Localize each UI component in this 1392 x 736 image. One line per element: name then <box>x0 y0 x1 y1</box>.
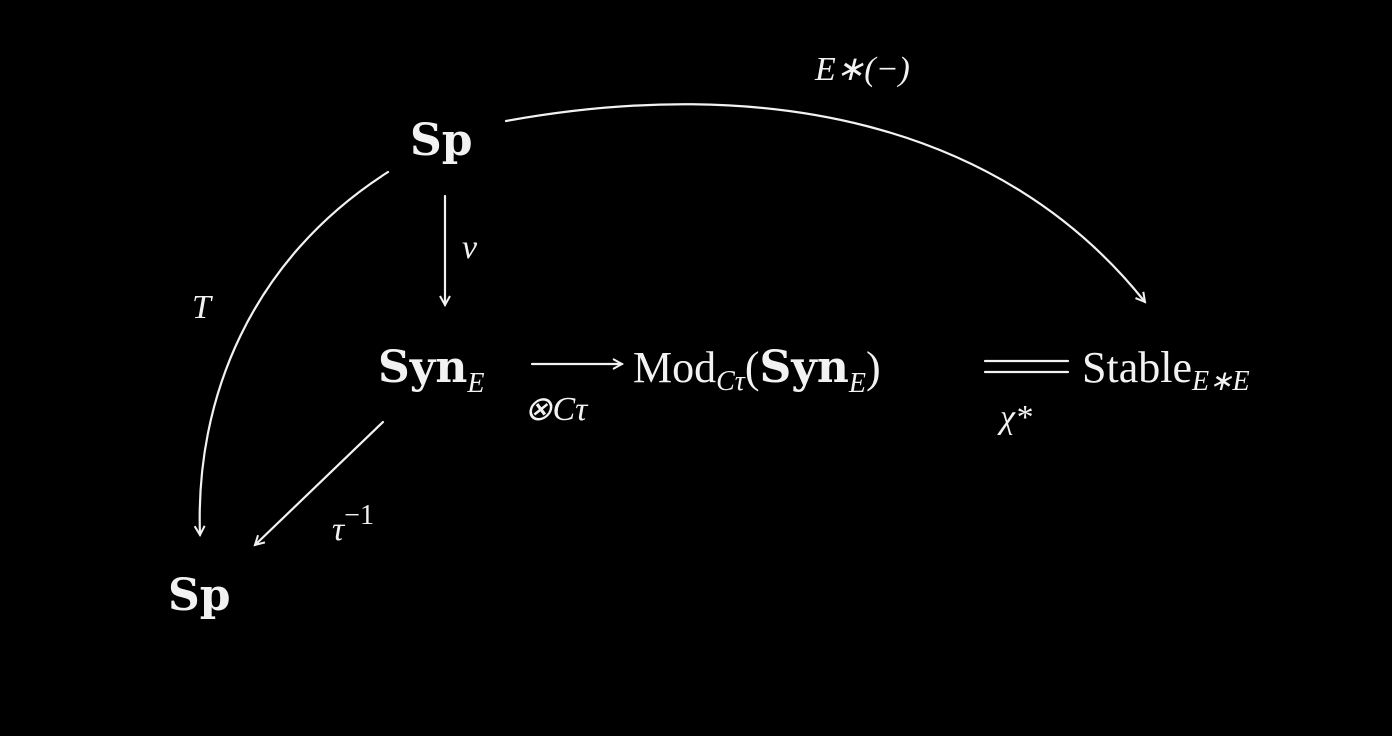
label-tau-inverse: τ−1 <box>332 500 374 548</box>
label-e-star: E∗(−) <box>814 51 910 88</box>
left-arc-arrow <box>200 170 390 535</box>
label-t: T <box>192 289 213 326</box>
node-syn-e: SynE <box>378 342 484 399</box>
node-mod: ModCτ(SynE) <box>633 342 881 399</box>
label-tensor-c-tau: ⊗Cτ <box>524 391 589 428</box>
tau-inverse-arrow <box>255 420 385 545</box>
label-nu: ν <box>462 229 478 266</box>
node-stable: StableE∗E <box>1082 343 1250 397</box>
node-sp-top: Sp <box>410 115 473 166</box>
top-arc-arrow <box>504 103 1145 302</box>
node-sp-bottom: Sp <box>168 570 231 621</box>
label-chi-star: χ* <box>997 399 1032 436</box>
